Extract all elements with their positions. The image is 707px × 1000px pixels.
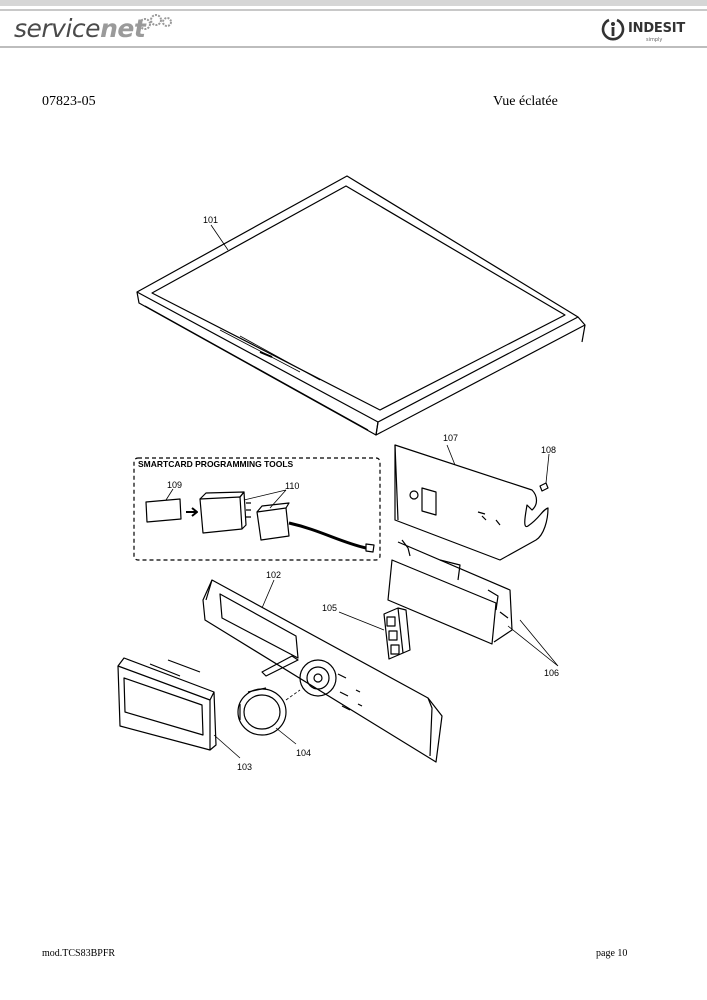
part-103-drawer bbox=[117, 657, 241, 759]
header-top-bar bbox=[0, 0, 707, 6]
smartcard-box-title: SMARTCARD PROGRAMMING TOOLS bbox=[138, 459, 294, 469]
part-109-smartcard bbox=[145, 498, 182, 523]
label-106: 106 bbox=[544, 668, 559, 678]
header-divider bbox=[0, 46, 707, 48]
logo-text-service: service bbox=[14, 14, 101, 43]
label-110: 110 bbox=[285, 481, 299, 491]
part-106-electronic-board bbox=[387, 539, 559, 667]
footer-page-number: page 10 bbox=[596, 948, 628, 959]
part-105-button-block bbox=[338, 607, 411, 660]
servicenet-logo: servicenet bbox=[14, 14, 146, 48]
smartcard-tools-box bbox=[133, 457, 381, 561]
label-109: 109 bbox=[167, 480, 182, 490]
document-code: 07823-05 bbox=[42, 94, 96, 109]
label-108: 108 bbox=[541, 445, 556, 455]
label-105: 105 bbox=[322, 603, 337, 613]
indesit-i-icon bbox=[601, 18, 625, 41]
logo-text-net: net bbox=[100, 14, 146, 43]
label-101: 101 bbox=[203, 215, 218, 225]
label-103: 103 bbox=[237, 762, 252, 772]
footer-model: mod.TCS83BPFR bbox=[42, 948, 116, 959]
part-102-control-panel bbox=[202, 579, 443, 763]
gears-icon bbox=[139, 14, 172, 30]
label-102: 102 bbox=[266, 570, 281, 580]
part-104-knob bbox=[237, 687, 301, 745]
indesit-logo: INDESIT simply bbox=[600, 17, 690, 45]
label-107: 107 bbox=[443, 433, 458, 443]
indesit-brand-text: INDESIT bbox=[628, 21, 686, 36]
header-top-line bbox=[0, 9, 707, 11]
part-108-screw bbox=[539, 482, 549, 492]
label-104: 104 bbox=[296, 748, 311, 758]
part-101-top-cover bbox=[136, 175, 586, 436]
document-title: Vue éclatée bbox=[493, 94, 558, 109]
indesit-tagline: simply bbox=[646, 37, 663, 43]
part-107-rear-panel bbox=[394, 444, 549, 561]
